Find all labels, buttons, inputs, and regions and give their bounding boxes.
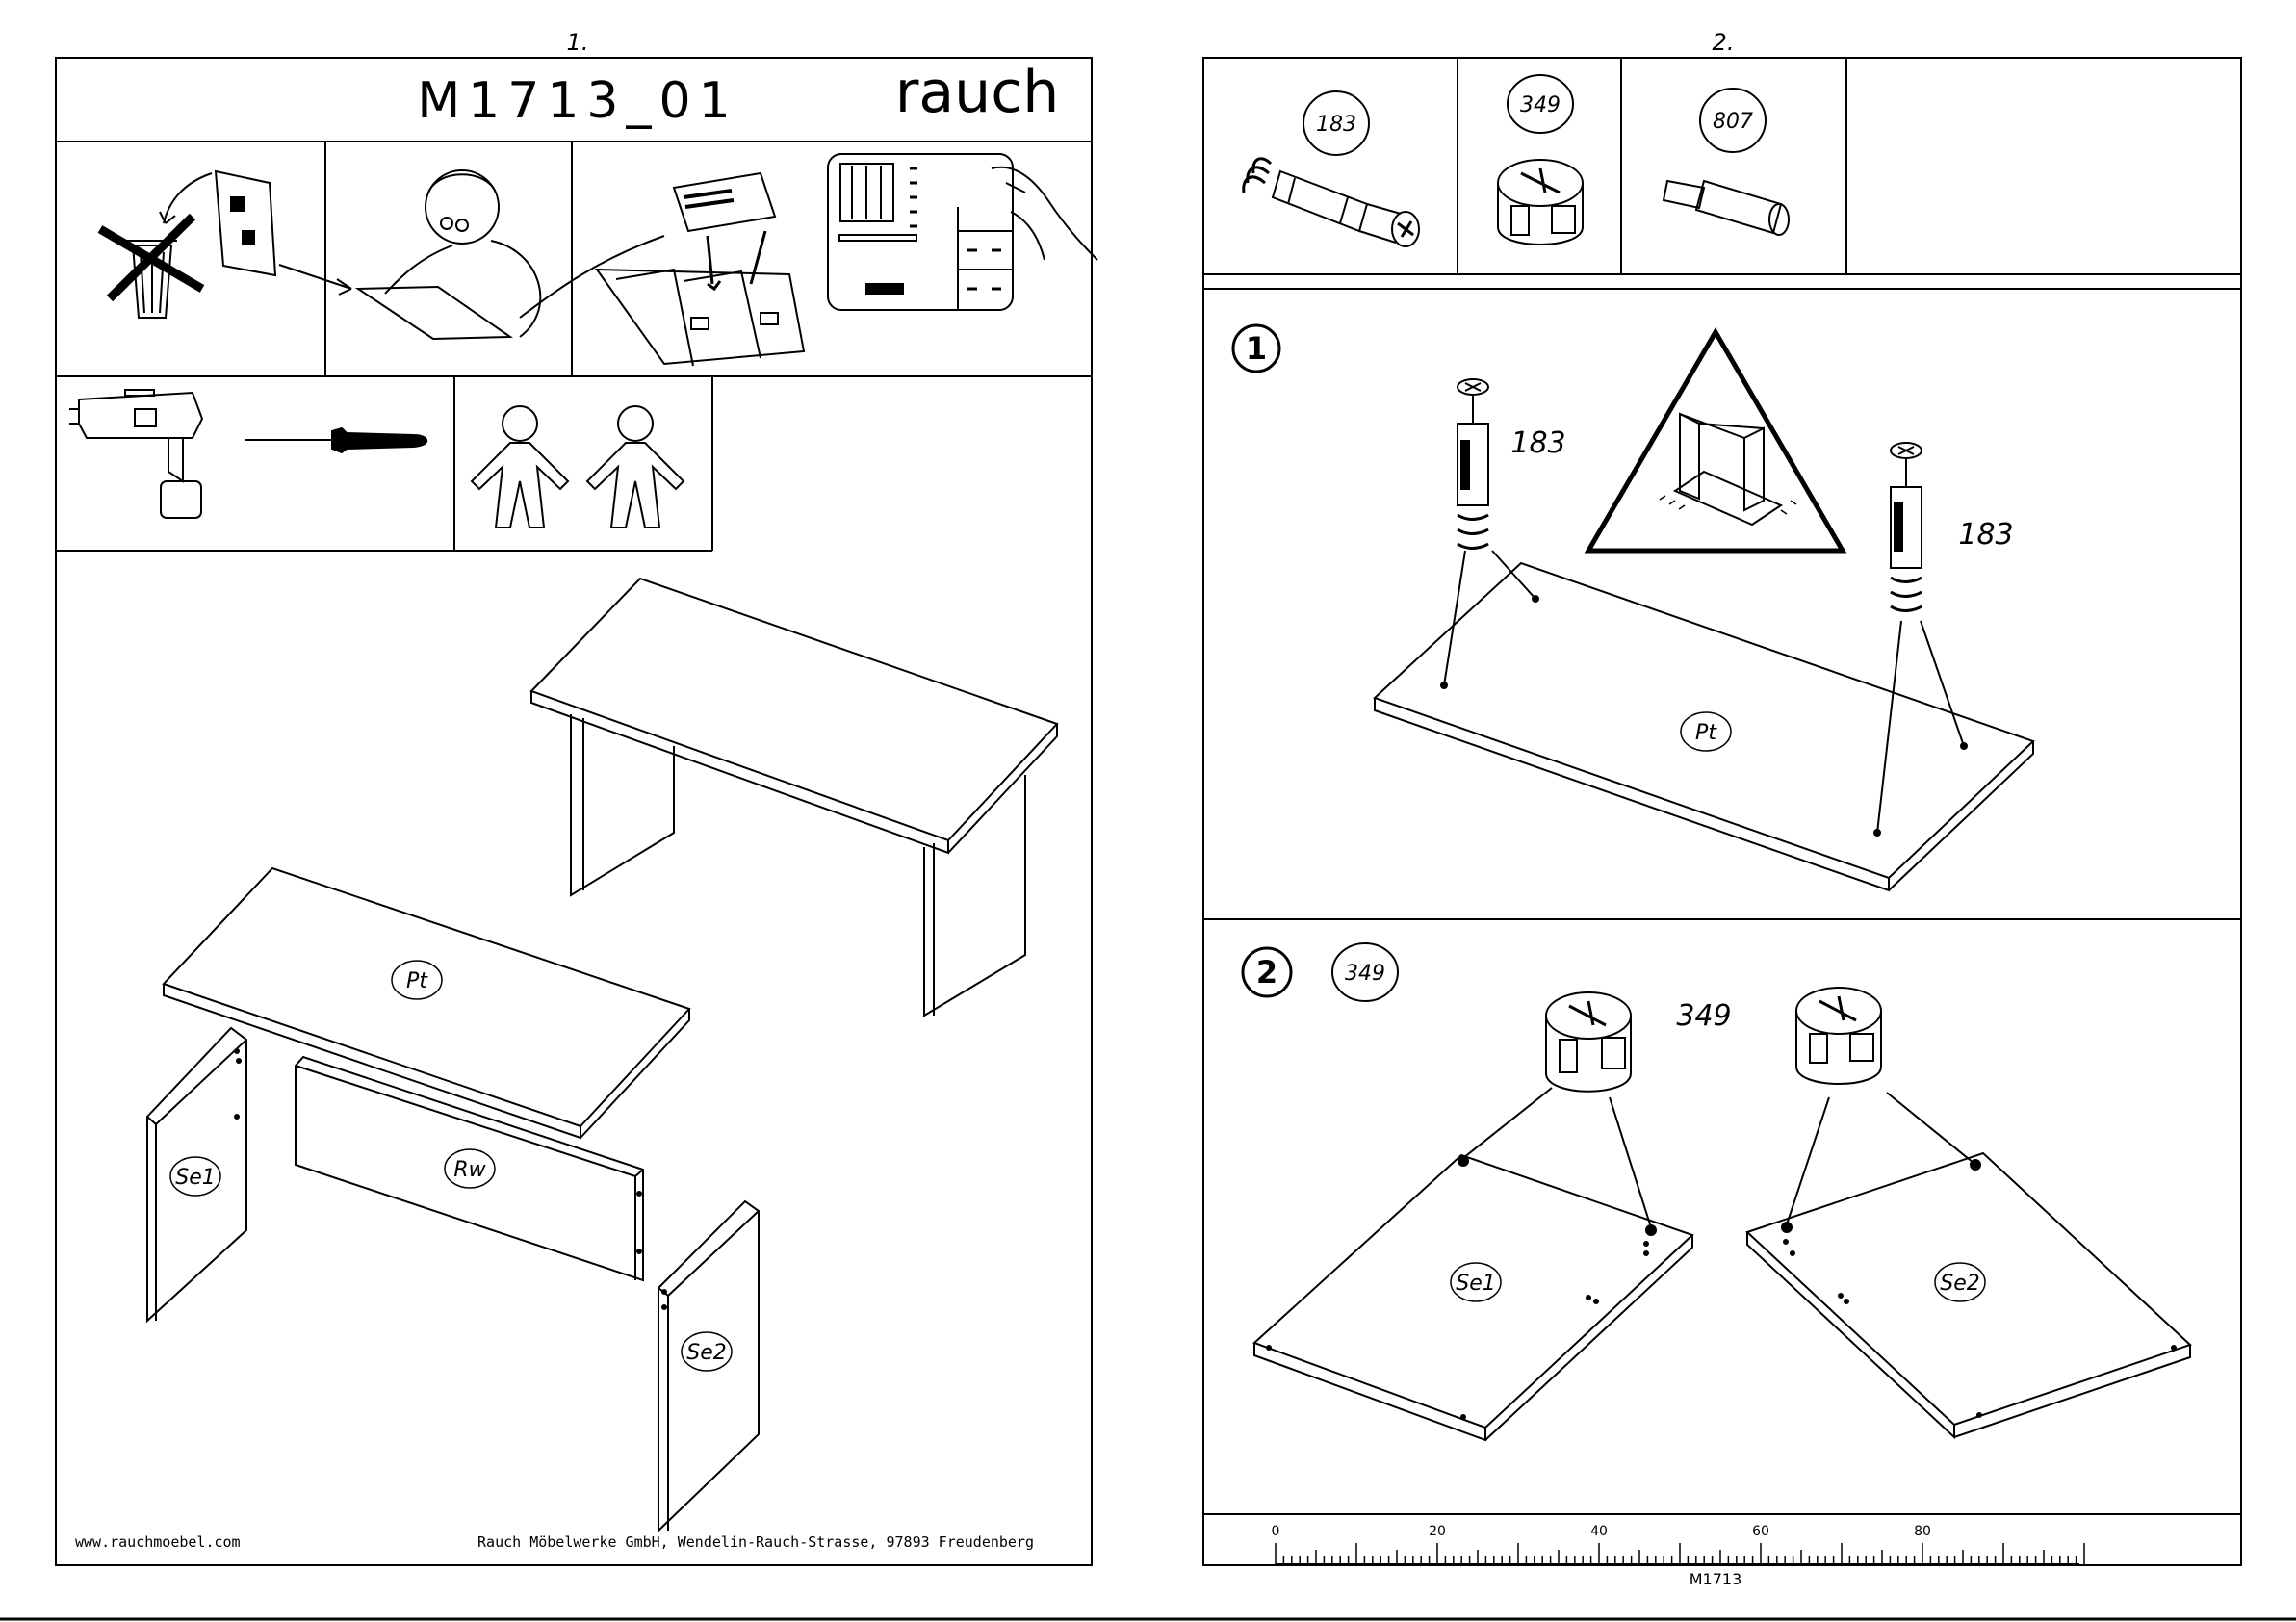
ruler-tick-40: 40 bbox=[1590, 1524, 1608, 1539]
screwdriver-icon bbox=[245, 428, 426, 452]
page-2-frame bbox=[1203, 58, 2241, 1565]
part-label-se1: Se1 bbox=[175, 1166, 216, 1190]
footer-company-address: Rauch Möbelwerke GmbH, Wendelin-Rauch-St… bbox=[477, 1533, 1034, 1551]
hardware-item-183: 183 bbox=[1244, 91, 1419, 246]
step-1: 1 183 183 bbox=[1233, 325, 2033, 890]
part-side-se2: Se2 bbox=[658, 1201, 759, 1531]
cam-bolt-icon bbox=[1244, 159, 1419, 246]
warning-triangle-icon bbox=[1588, 332, 1843, 551]
step-2-part-code: 349 bbox=[1345, 962, 1385, 986]
part-label-rw: Rw bbox=[453, 1158, 486, 1182]
ruler-tick-80: 80 bbox=[1914, 1524, 1931, 1539]
measuring-ruler: 0 20 40 60 80 M1713 bbox=[1272, 1524, 2084, 1588]
document-title: M1713_01 bbox=[417, 72, 737, 130]
cam-lock-right bbox=[1796, 988, 1881, 1084]
drill-icon bbox=[69, 390, 202, 518]
page-1-frame bbox=[56, 58, 1092, 1565]
hardware-code-183: 183 bbox=[1316, 113, 1356, 137]
part-label-se2: Se2 bbox=[686, 1341, 727, 1365]
hardware-code-807: 807 bbox=[1713, 110, 1753, 134]
cam-bolt-vertical-left bbox=[1458, 379, 1488, 548]
page-number-2: 2. bbox=[1713, 29, 1735, 56]
cam-bolt-vertical-right bbox=[1891, 443, 1922, 610]
ruler-tick-60: 60 bbox=[1752, 1524, 1769, 1539]
step-2-number: 2 bbox=[1256, 954, 1277, 991]
rating-card-icon bbox=[828, 154, 1097, 310]
brand-logo: rauch bbox=[895, 59, 1059, 126]
file-manual-icon bbox=[520, 173, 804, 366]
read-manual-icon bbox=[279, 170, 540, 339]
step-2-callout: 349 bbox=[1676, 999, 1731, 1033]
panel-se1-step2: Se1 bbox=[1254, 1088, 1692, 1440]
step-1-number: 1 bbox=[1246, 330, 1267, 367]
ruler-label: M1713 bbox=[1690, 1570, 1742, 1588]
hardware-list: 183 349 807 bbox=[1203, 58, 2241, 289]
step-1-callout-right: 183 bbox=[1958, 518, 2013, 552]
step-2-panel-left: Se1 bbox=[1456, 1272, 1496, 1296]
no-trash-icon bbox=[100, 171, 275, 318]
part-back-rw: Rw bbox=[296, 1057, 643, 1280]
step-2: 2 349 349 bbox=[1243, 943, 2190, 1440]
hardware-item-807: 807 bbox=[1664, 89, 1789, 235]
hardware-code-349: 349 bbox=[1520, 93, 1561, 117]
step-2-panel-right: Se2 bbox=[1940, 1272, 1980, 1296]
footer-website: www.rauchmoebel.com bbox=[75, 1533, 241, 1551]
desk-assembled-drawing bbox=[531, 579, 1057, 1016]
ruler-tick-20: 20 bbox=[1429, 1524, 1446, 1539]
part-side-se1: Se1 bbox=[147, 1028, 246, 1321]
ruler-tick-0: 0 bbox=[1272, 1524, 1280, 1539]
part-label-pt: Pt bbox=[406, 969, 428, 993]
page-number-1: 1. bbox=[567, 29, 589, 56]
hardware-item-349: 349 bbox=[1498, 75, 1583, 245]
panel-pt-step1: Pt bbox=[1375, 551, 2033, 890]
panel-se2-step2: Se2 bbox=[1747, 1093, 2190, 1437]
step-1-callout-left: 183 bbox=[1510, 426, 1565, 460]
dowel-icon bbox=[1664, 181, 1789, 235]
cam-lock-left bbox=[1546, 992, 1631, 1092]
two-persons-icon bbox=[472, 406, 684, 528]
step-1-panel-label: Pt bbox=[1695, 721, 1717, 745]
cam-lock-icon bbox=[1498, 160, 1583, 245]
